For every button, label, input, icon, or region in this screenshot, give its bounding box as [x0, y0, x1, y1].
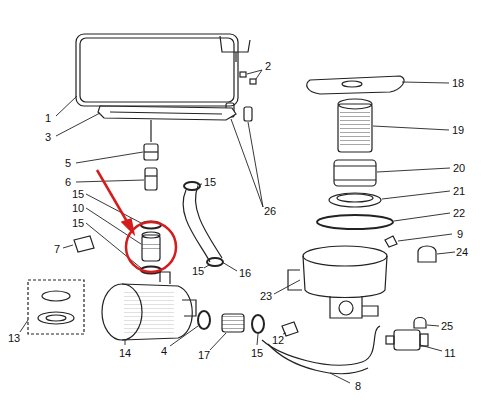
- callout-number: 13: [8, 332, 20, 344]
- callout-number: 15: [72, 217, 84, 229]
- callout-number: 8: [355, 380, 361, 392]
- callout-number: 7: [54, 243, 60, 255]
- callout-number: 23: [260, 290, 272, 302]
- callout-number: 15: [192, 265, 204, 277]
- callout-number: 3: [45, 131, 51, 143]
- callout-number: 26: [264, 205, 276, 217]
- callout-number: 4: [161, 345, 167, 357]
- callout-number: 16: [239, 267, 251, 279]
- callout-number: 17: [198, 349, 210, 361]
- callout-number: 6: [65, 176, 71, 188]
- callout-number: 15: [204, 176, 216, 188]
- callout-number: 15: [72, 188, 84, 200]
- callout-number: 9: [457, 228, 463, 240]
- callout-number: 22: [453, 207, 465, 219]
- callout-number: 19: [452, 124, 464, 136]
- callout-number: 10: [72, 202, 84, 214]
- callout-number: 11: [444, 347, 455, 359]
- callout-number: 14: [119, 347, 131, 359]
- callout-number: 24: [456, 246, 468, 258]
- callout-number: 12: [272, 334, 284, 346]
- callout-number: 25: [441, 320, 453, 332]
- callout-number: 5: [65, 157, 71, 169]
- callout-number: 2: [265, 60, 271, 72]
- callout-number: 21: [453, 185, 465, 197]
- callout-number: 20: [453, 162, 465, 174]
- callout-number: 1: [45, 112, 51, 124]
- callout-number: 15: [251, 347, 263, 359]
- callout-number: 18: [452, 77, 464, 89]
